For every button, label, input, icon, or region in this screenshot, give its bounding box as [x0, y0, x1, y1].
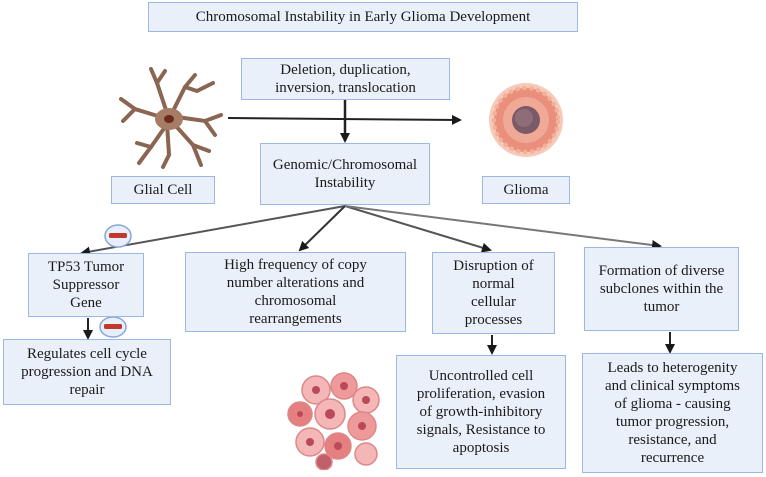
glioma-icon	[489, 83, 563, 157]
inhibition-icon	[104, 224, 132, 248]
instability-to-disruption-arrow	[344, 205, 492, 253]
regulates-box: Regulates cell cycle progression and DNA…	[3, 339, 171, 405]
instability-box: Genomic/Chromosomal Instability	[260, 143, 430, 205]
inhibition-icon	[99, 316, 127, 338]
diagram-title: Chromosomal Instability in Early Glioma …	[148, 2, 578, 32]
instability-to-subclones-arrow	[344, 205, 662, 250]
heterogenity-box: Leads to heterogenity and clinical sympt…	[582, 353, 763, 473]
glioma-label: Glioma	[482, 176, 570, 204]
disruption-box: Disruption of normal cellular processes	[432, 252, 555, 334]
instability-to-copy-number-arrow	[298, 205, 346, 252]
copy-number-box: High frequency of copy number alteration…	[185, 252, 406, 332]
uncontrolled-box: Uncontrolled cell proliferation, evasion…	[396, 355, 566, 469]
tp53-box: TP53 Tumor Suppressor Gene	[28, 253, 144, 317]
mechanisms-box: Deletion, duplication, inversion, transl…	[241, 58, 450, 100]
subclones-box: Formation of diverse subclones within th…	[584, 247, 739, 331]
glial-cell-icon	[119, 67, 223, 169]
glial-cell-label: Glial Cell	[111, 176, 215, 204]
tumor-cells-icon	[287, 372, 380, 470]
